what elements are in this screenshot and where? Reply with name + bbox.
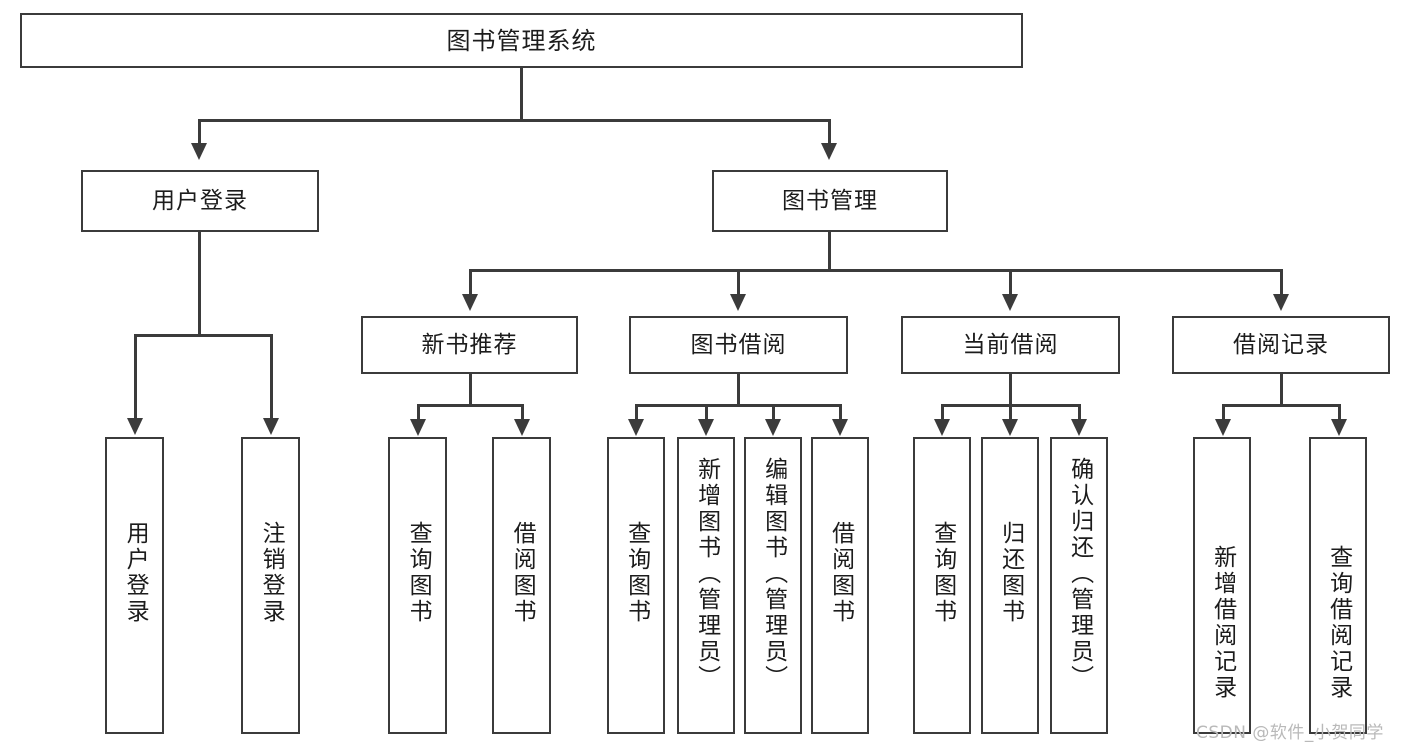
connector-drop-br-add: [1222, 404, 1225, 422]
connector-drop-bb-query: [635, 404, 638, 422]
leaf-nb-query-book-label: 查询图书: [405, 521, 432, 625]
connector-drop-book-manage: [828, 119, 831, 146]
connector-drop-new-book: [469, 269, 472, 297]
leaf-bb-query-book[interactable]: 查询图书: [607, 437, 665, 734]
leaf-br-query-record[interactable]: 查询借阅记录: [1309, 437, 1367, 734]
leaf-bb-borrow-book[interactable]: 借阅图书: [811, 437, 869, 734]
arrowhead-book-manage: [821, 143, 837, 160]
arrowhead-bb-add: [698, 419, 714, 436]
leaf-user-login[interactable]: 用户登录: [105, 437, 164, 734]
leaf-logout[interactable]: 注销登录: [241, 437, 300, 734]
leaf-cb-return-book-label: 归还图书: [997, 521, 1024, 625]
arrowhead-new-book: [462, 294, 478, 311]
connector-new-book-bus: [417, 404, 524, 407]
leaf-cb-confirm-return[interactable]: 确认归还（管理员）: [1050, 437, 1108, 734]
arrowhead-cb-query: [934, 419, 950, 436]
connector-user-login-stem: [198, 232, 201, 337]
arrowhead-br-query: [1331, 419, 1347, 436]
connector-new-book-stem: [469, 374, 472, 406]
connector-drop-user-login: [198, 119, 201, 146]
node-book-borrow[interactable]: 图书借阅: [629, 316, 848, 374]
node-new-book-recommend-label: 新书推荐: [421, 331, 518, 358]
connector-drop-nb-borrow: [521, 404, 524, 422]
leaf-cb-confirm-return-label: 确认归还（管理员）: [1066, 457, 1093, 691]
connector-drop-current-borrow: [1009, 269, 1012, 297]
connector-user-login-bus: [134, 334, 273, 337]
leaf-cb-return-book[interactable]: 归还图书: [981, 437, 1039, 734]
node-borrow-record-label: 借阅记录: [1233, 331, 1329, 358]
leaf-bb-edit-book-label: 编辑图书（管理员）: [760, 457, 787, 691]
connector-drop-cb-return: [1009, 404, 1012, 422]
node-book-management[interactable]: 图书管理: [712, 170, 948, 232]
connector-book-manage-stem: [828, 232, 831, 271]
connector-drop-bb-borrow: [839, 404, 842, 422]
leaf-nb-query-book[interactable]: 查询图书: [388, 437, 447, 734]
connector-borrow-record-bus: [1222, 404, 1341, 407]
arrowhead-leaf-user-login: [127, 418, 143, 435]
node-user-login[interactable]: 用户登录: [81, 170, 319, 232]
leaf-logout-label: 注销登录: [258, 521, 285, 625]
leaf-bb-query-book-label: 查询图书: [623, 521, 650, 625]
node-book-management-label: 图书管理: [782, 187, 878, 214]
node-borrow-record[interactable]: 借阅记录: [1172, 316, 1390, 374]
node-root-label: 图书管理系统: [446, 26, 597, 55]
connector-level2-bus: [198, 119, 831, 122]
arrowhead-book-borrow: [730, 294, 746, 311]
leaf-br-query-record-label: 查询借阅记录: [1325, 545, 1352, 701]
arrowhead-bb-borrow: [832, 419, 848, 436]
leaf-bb-edit-book[interactable]: 编辑图书（管理员）: [744, 437, 802, 734]
arrowhead-br-add: [1215, 419, 1231, 436]
connector-drop-nb-query: [417, 404, 420, 422]
leaf-bb-add-book-label: 新增图书（管理员）: [693, 457, 720, 691]
connector-drop-br-query: [1338, 404, 1341, 422]
leaf-cb-query-book[interactable]: 查询图书: [913, 437, 971, 734]
connector-drop-cb-confirm: [1078, 404, 1081, 422]
leaf-cb-query-book-label: 查询图书: [929, 521, 956, 625]
arrowhead-bb-query: [628, 419, 644, 436]
node-current-borrow-label: 当前借阅: [962, 331, 1059, 358]
node-book-borrow-label: 图书借阅: [690, 331, 787, 358]
connector-borrow-record-stem: [1280, 374, 1283, 406]
leaf-user-login-label: 用户登录: [122, 521, 149, 625]
leaf-nb-borrow-book[interactable]: 借阅图书: [492, 437, 551, 734]
connector-current-borrow-stem: [1009, 374, 1012, 406]
connector-drop-borrow-record: [1280, 269, 1283, 297]
csdn-watermark: CSDN @软件_小贺同学: [1196, 723, 1384, 743]
node-current-borrow[interactable]: 当前借阅: [901, 316, 1120, 374]
connector-drop-leaf-user-login: [134, 334, 137, 421]
leaf-br-add-record-label: 新增借阅记录: [1209, 545, 1236, 701]
leaf-bb-add-book[interactable]: 新增图书（管理员）: [677, 437, 735, 734]
arrowhead-bb-edit: [765, 419, 781, 436]
arrowhead-nb-query: [410, 419, 426, 436]
arrowhead-current-borrow: [1002, 294, 1018, 311]
leaf-br-add-record[interactable]: 新增借阅记录: [1193, 437, 1251, 734]
connector-drop-bb-add: [705, 404, 708, 422]
connector-drop-leaf-logout: [270, 334, 273, 421]
node-new-book-recommend[interactable]: 新书推荐: [361, 316, 578, 374]
node-user-login-label: 用户登录: [152, 187, 248, 214]
connector-root-stem: [520, 68, 523, 120]
arrowhead-cb-return: [1002, 419, 1018, 436]
leaf-bb-borrow-book-label: 借阅图书: [827, 521, 854, 625]
connector-drop-cb-query: [941, 404, 944, 422]
arrowhead-user-login: [191, 143, 207, 160]
connector-book-borrow-stem: [737, 374, 740, 406]
arrowhead-leaf-logout: [263, 418, 279, 435]
arrowhead-cb-confirm: [1071, 419, 1087, 436]
connector-drop-book-borrow: [737, 269, 740, 297]
node-root-system[interactable]: 图书管理系统: [20, 13, 1023, 68]
arrowhead-borrow-record: [1273, 294, 1289, 311]
leaf-nb-borrow-book-label: 借阅图书: [509, 521, 536, 625]
connector-level3-bus: [469, 269, 1283, 272]
arrowhead-nb-borrow: [514, 419, 530, 436]
connector-book-borrow-bus: [635, 404, 842, 407]
connector-drop-bb-edit: [772, 404, 775, 422]
